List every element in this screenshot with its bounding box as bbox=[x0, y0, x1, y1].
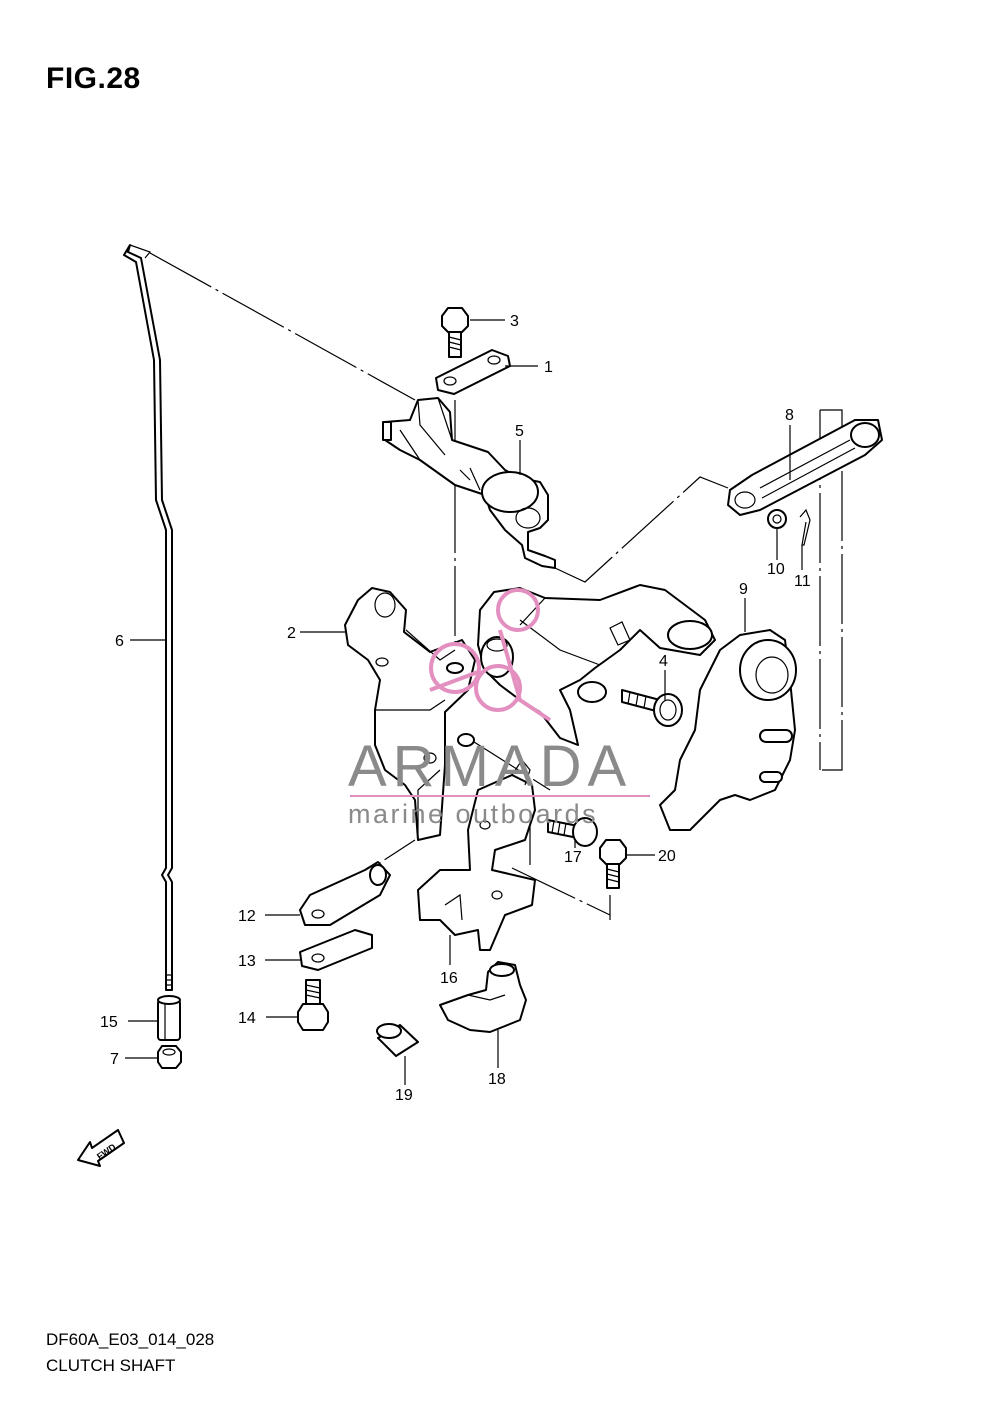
callout-15: 15 bbox=[100, 1014, 118, 1031]
part-6-clutch-rod bbox=[123, 244, 173, 991]
callout-5: 5 bbox=[515, 423, 524, 440]
watermark-tagline: marine outboards bbox=[348, 799, 598, 829]
callout-numbers: 3 1 5 8 10 11 9 2 6 4 17 20 12 13 16 14 … bbox=[100, 313, 811, 1104]
callout-4: 4 bbox=[659, 653, 668, 670]
callout-19: 19 bbox=[395, 1087, 413, 1104]
callout-7: 7 bbox=[110, 1051, 119, 1068]
part-5-clutch-shaft bbox=[382, 397, 556, 569]
figure-caption: CLUTCH SHAFT bbox=[46, 1356, 176, 1375]
part-13-shim-plate bbox=[299, 929, 373, 971]
callout-11: 11 bbox=[794, 573, 811, 590]
part-8-link-rod bbox=[727, 419, 883, 516]
callout-10: 10 bbox=[767, 561, 785, 578]
part-18-guide bbox=[439, 961, 527, 1033]
callout-leaders bbox=[125, 319, 803, 1085]
part-3-bolt bbox=[441, 307, 469, 358]
part-19-collar bbox=[376, 1023, 419, 1057]
callout-13: 13 bbox=[238, 953, 256, 970]
fwd-arrow-icon: FWD bbox=[77, 1129, 125, 1167]
callout-1: 1 bbox=[544, 359, 553, 376]
part-14-bolt bbox=[297, 979, 329, 1031]
callout-8: 8 bbox=[785, 407, 794, 424]
part-16-shift-bracket bbox=[417, 758, 536, 951]
part-4-bolt bbox=[621, 689, 683, 727]
part-20-bolt bbox=[599, 839, 627, 889]
armada-logo-icon bbox=[429, 588, 552, 722]
figure-code: DF60A_E03_014_028 bbox=[46, 1330, 215, 1349]
callout-16: 16 bbox=[440, 970, 458, 987]
callout-17: 17 bbox=[564, 849, 582, 866]
part-12-lever-plate bbox=[299, 861, 391, 926]
part-2-bracket bbox=[344, 587, 476, 841]
callout-2: 2 bbox=[287, 625, 296, 642]
figure-title: FIG.28 bbox=[46, 62, 141, 95]
callout-14: 14 bbox=[238, 1010, 256, 1027]
callout-12: 12 bbox=[238, 908, 256, 925]
callout-9: 9 bbox=[739, 581, 748, 598]
callout-18: 18 bbox=[488, 1071, 506, 1088]
part-17-bolt bbox=[547, 817, 598, 847]
clutch-lever-casting bbox=[477, 584, 716, 746]
part-7-nut bbox=[157, 1045, 182, 1069]
part-9-cam-plate bbox=[659, 629, 797, 831]
part-1-plate bbox=[435, 349, 511, 395]
part-15-long-nut bbox=[157, 995, 181, 1041]
callout-20: 20 bbox=[658, 848, 676, 865]
watermark-brand: ARMADA bbox=[348, 734, 632, 799]
callout-6: 6 bbox=[115, 633, 124, 650]
part-11-cotter-pin bbox=[799, 508, 811, 546]
part-10-washer bbox=[767, 509, 787, 529]
armada-watermark: ARMADA marine outboards bbox=[348, 588, 650, 829]
callout-3: 3 bbox=[510, 313, 519, 330]
